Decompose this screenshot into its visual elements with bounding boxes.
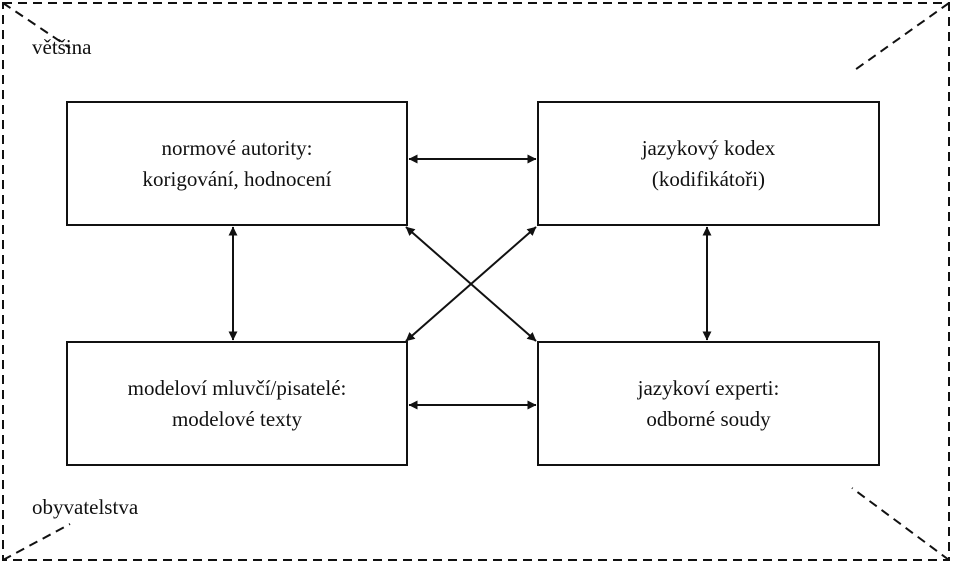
box-language-codex-line2: (kodifikátoři) <box>651 166 766 191</box>
corner-diagonal-bottom-right <box>851 487 950 561</box>
box-model-speakers-line2: modelové texty <box>171 406 303 431</box>
box-language-experts-line2: odborné soudy <box>646 406 771 431</box>
box-language-codex: jazykový kodex (kodifikátoři) <box>537 101 880 226</box>
box-norm-authorities: normové autority: korigování, hodnocení <box>66 101 408 226</box>
arrow-codex-speakers <box>405 226 537 342</box>
box-language-codex-line1: jazykový kodex <box>641 136 776 161</box>
label-obyvatelstva: obyvatelstva <box>32 495 139 519</box>
corner-diagonal-top-left <box>2 2 71 49</box>
box-language-experts-line1: jazykoví experti: <box>637 376 780 401</box>
label-vetsina: většina <box>32 35 92 59</box>
box-model-speakers-line1: modeloví mluvčí/pisatelé: <box>127 376 347 401</box>
corner-diagonal-bottom-left <box>2 523 71 561</box>
box-language-experts: jazykoví experti: odborné soudy <box>537 341 880 466</box>
box-model-speakers: modeloví mluvčí/pisatelé: modelové texty <box>66 341 408 466</box>
box-norm-authorities-line1: normové autority: <box>161 136 313 161</box>
box-norm-authorities-line2: korigování, hodnocení <box>142 166 332 191</box>
corner-diagonal-top-right <box>851 2 950 73</box>
